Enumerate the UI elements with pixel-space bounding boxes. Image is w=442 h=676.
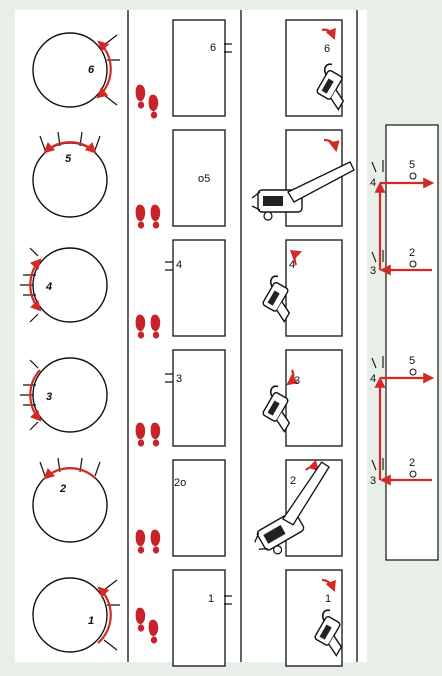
log-left-label-3: 4 [370,373,376,385]
circle-label-6: 6 [88,64,95,76]
trunk-label-5: o5 [198,173,210,185]
saw-label-3: 3 [294,375,300,387]
circle-label-5: 5 [65,153,72,165]
saw-label-4: 4 [289,259,295,271]
circle-label-4: 4 [45,281,52,293]
circle-label-1: 1 [88,615,94,627]
trunk-label-4: 4 [176,259,182,271]
saw-label-1: 1 [325,593,331,605]
circle-label-2: 2 [59,483,66,495]
circle-label-3: 3 [46,391,52,403]
saw-label-6: 6 [324,43,330,55]
trunk-label-3: 3 [176,373,182,385]
log-mid-label-2: 2 [409,247,415,259]
log-mid-label-1: 5 [409,159,415,171]
trunk-label-6: 6 [210,42,216,54]
trunk-label-2: 2o [174,477,186,489]
log-left-label-2: 3 [370,265,376,277]
saw-label-2: 2 [290,475,296,487]
log-left-label-4: 3 [370,475,376,487]
log-mid-label-3: 5 [409,355,415,367]
log-mid-label-4: 2 [409,457,415,469]
log-panel [386,125,438,560]
log-left-label-1: 4 [370,177,376,189]
trunk-label-1: 1 [208,593,214,605]
